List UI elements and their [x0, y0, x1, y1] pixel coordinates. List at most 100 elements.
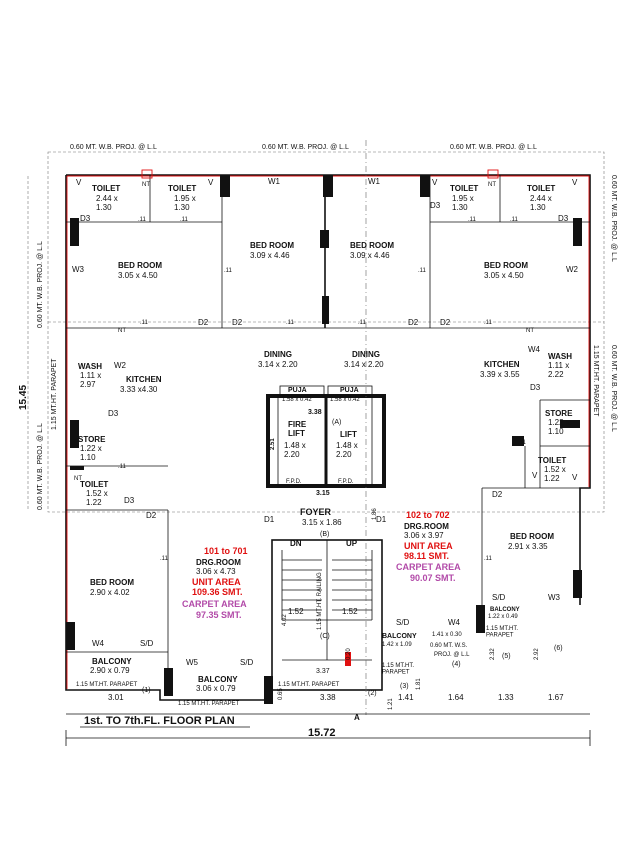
seg-167: 1.67 — [548, 693, 564, 702]
m121-dim: 1.21 — [388, 698, 394, 710]
dim-11: .11 — [484, 556, 493, 562]
dim-11: .11 — [180, 217, 189, 223]
left-proj-label-1: 0.60 MT. W.B. PROJ. @ L.L — [37, 241, 44, 328]
dim-11: .11 — [224, 268, 233, 274]
parapet-bottom-left: 1.15 MT.HT. PARAPET — [76, 682, 138, 688]
ws-proj-label: 0.60 MT. W.S. — [430, 643, 468, 649]
w4-left-low: W4 — [92, 639, 105, 648]
door-markers — [141, 169, 499, 666]
stair-dn: DN — [290, 539, 302, 548]
balcony-small-name: BALCONY — [382, 633, 417, 640]
kitchen-right-name: KITCHEN — [484, 360, 520, 369]
stair-a-marker: (A) — [332, 419, 341, 426]
d3-2: D3 — [558, 214, 569, 223]
carpet-line — [67, 175, 590, 487]
left-proj-label-2: 0.60 MT. W.B. PROJ. @ L.L — [37, 423, 44, 510]
bedroom-1-dim: 3.05 x 4.50 — [118, 271, 158, 280]
unit-left-area-value: 109.36 SMT. — [192, 587, 243, 597]
seg-164: 1.64 — [448, 693, 464, 702]
toilet-small-left-name: TOILET — [80, 480, 108, 489]
unit-left-area-label: UNIT AREA — [192, 577, 241, 587]
nt-label: NT — [142, 182, 150, 188]
marker-1: (1) — [142, 687, 151, 694]
parapet-right-2: 1.15 MT.HT.PARAPET — [486, 626, 518, 639]
seg-301: 3.01 — [108, 693, 124, 702]
sd-right-balcony: S/D — [396, 618, 410, 627]
lift-width-dim: 3.38 — [308, 409, 322, 416]
d2-1: D2 — [198, 318, 209, 327]
balcony-proj-dim: 1.41 x 0.30 — [432, 632, 462, 638]
d2-2: D2 — [232, 318, 243, 327]
unit-left-label: 101 to 701 — [204, 546, 248, 556]
dim-11: .11 — [518, 440, 527, 446]
wash-left-name: WASH — [78, 362, 102, 371]
bedroom-3-name: BED ROOM — [350, 241, 394, 250]
bedroom-2-name: BED ROOM — [250, 241, 294, 250]
parapet-right-1: 1.15 MT.HT.PARAPET — [382, 663, 414, 676]
dim-11: .11 — [160, 556, 169, 562]
lift-side-dim: 2.51 — [270, 438, 276, 450]
d3-1: D3 — [80, 214, 91, 223]
drg-right-name: DRG.ROOM — [404, 522, 449, 531]
v-2: V — [76, 178, 82, 187]
sd-left-low: S/D — [140, 639, 154, 648]
stair — [271, 539, 383, 691]
top-proj-label-1: 0.60 MT. W.B. PROJ. @ L.L — [70, 144, 157, 151]
v-1: V — [208, 178, 214, 187]
toilet-2-name: TOILET — [168, 184, 196, 193]
projection-outline — [47, 151, 605, 513]
dim-11: .11 — [484, 320, 493, 326]
dim-11: .11 — [418, 268, 427, 274]
dim-11: .11 — [140, 320, 149, 326]
w1-left: W1 — [268, 177, 281, 186]
drg-left-dim: 3.06 x 4.73 — [196, 567, 236, 576]
m232-dim: 2.32 — [490, 648, 496, 660]
balcony-center-dim: 3.06 x 0.79 — [196, 684, 236, 693]
top-proj-label-2: 0.60 MT. W.B. PROJ. @ L.L — [262, 144, 349, 151]
balcony-small-dim: 1.42 x 1.09 — [382, 642, 412, 648]
d2-right-low: D2 — [492, 490, 503, 499]
m181-dim: 1.81 — [416, 678, 422, 690]
d3-3: D3 — [430, 201, 441, 210]
seg-141: 1.41 — [398, 693, 414, 702]
right-proj-label-2: 0.60 MT. W.B. PROJ. @ L.L — [610, 345, 617, 432]
stair-b-marker: (B) — [320, 531, 329, 538]
foyer-name: FOYER — [300, 507, 332, 517]
nt-label: NT — [118, 328, 126, 334]
m020-dim: 0.20 — [346, 648, 352, 660]
dining-right-name: DINING — [352, 350, 380, 359]
d3-toilet-left: D3 — [124, 496, 135, 505]
drg-left-name: DRG.ROOM — [196, 558, 241, 567]
v-4: V — [572, 178, 578, 187]
balcony-center-name: BALCONY — [198, 675, 238, 684]
parapet-bottom-center: 1.15 MT.HT. PARAPET — [178, 701, 240, 707]
puja-left-dim: 1.58 x 0.42 — [282, 397, 312, 403]
puja-right-name: PUJA — [340, 387, 359, 394]
stair-width-right: 1.52 — [342, 607, 358, 616]
carpet-left-label: CARPET AREA — [182, 599, 247, 609]
carpet-left-value: 97.35 SMT. — [196, 610, 242, 620]
carpet-right-value: 90.07 SMT. — [410, 573, 456, 583]
d2-4: D2 — [440, 318, 451, 327]
plan-title: 1st. TO 7th.FL. FLOOR PLAN — [84, 715, 235, 727]
w3-right-low: W3 — [548, 593, 561, 602]
v-toilet-right-2: V — [572, 473, 578, 482]
toilet-small-right-name: TOILET — [538, 456, 566, 465]
balcony-left-name: BALCONY — [92, 657, 132, 666]
v-toilet-right: V — [532, 471, 538, 480]
balcony-left-dim: 2.90 x 0.79 — [90, 666, 130, 675]
dim-11: .11 — [138, 217, 147, 223]
bedroom-6-dim: 2.91 x 3.35 — [508, 542, 548, 551]
kitchen-left-name: KITCHEN — [126, 375, 162, 384]
wash-right-name: WASH — [548, 352, 572, 361]
d3-right: D3 — [530, 383, 541, 392]
bedroom-5-name: BED ROOM — [90, 578, 134, 587]
